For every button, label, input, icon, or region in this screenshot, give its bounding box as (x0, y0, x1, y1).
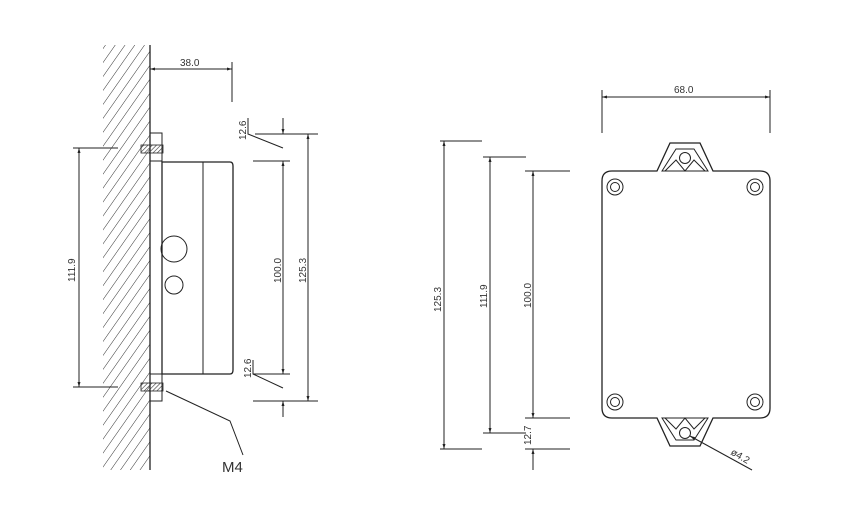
bottom-tab-inner (661, 417, 709, 441)
front-view: 68.0 125.3 111.9 100.0 12.7 ø4.2 (433, 85, 771, 471)
hole-leader (689, 435, 753, 471)
bottom-mount-hole (679, 427, 691, 439)
mount-dim-label: 111.9 (67, 258, 78, 282)
corner-screws (606, 178, 764, 411)
tab-height-label: 12.7 (523, 425, 534, 445)
m4-leader (165, 390, 244, 456)
cable-gland-small (164, 275, 184, 295)
bottom-tab-rib (664, 417, 706, 430)
overall-dim-label: 125.3 (298, 258, 309, 283)
top-bolt (140, 144, 164, 154)
width-dim-label: 68.0 (674, 85, 694, 96)
front-body-dim-label: 100.0 (523, 283, 534, 308)
enclosure-outline (601, 142, 771, 447)
tab-bottom-leader (252, 360, 284, 389)
body-dim-label: 100.0 (273, 258, 284, 283)
top-mount-hole (679, 152, 691, 164)
tab-bottom-label: 12.6 (243, 358, 254, 378)
front-overall-dim-label: 125.3 (433, 287, 444, 312)
tab-top-label: 12.6 (238, 120, 249, 140)
side-view: M4 38.0 111.9 100.0 125.3 12.6 12.6 (67, 45, 318, 476)
wall-hatch (103, 45, 150, 470)
screw-label: M4 (222, 459, 243, 476)
top-tab-rib (664, 159, 706, 172)
bottom-bolt (140, 382, 164, 392)
tab-top-leader (247, 118, 284, 149)
enclosure-body (161, 161, 234, 375)
depth-dim-label: 38.0 (180, 58, 200, 69)
cable-gland-large (160, 235, 188, 263)
top-tab-inner (661, 148, 709, 172)
front-mount-dim-label: 111.9 (479, 284, 490, 308)
